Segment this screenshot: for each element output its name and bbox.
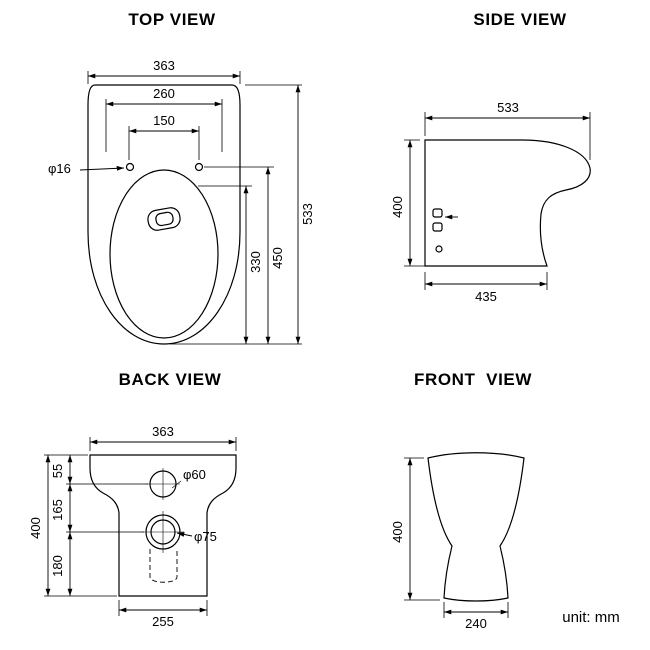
drain-inner-shape (155, 211, 174, 227)
side-view: SIDE VIEW 533 400 435 (390, 10, 591, 304)
outlet-leader-arrow (176, 532, 193, 537)
hidden-trap-outline (149, 549, 178, 583)
side-fixing-hole (435, 245, 443, 253)
dim-text-outlet-dia: φ75 (194, 529, 217, 544)
dim-text-363: 363 (152, 424, 174, 439)
unit-label: unit: mm (562, 609, 620, 626)
dim-text-inlet-dia: φ60 (183, 467, 206, 482)
dim-text-435: 435 (475, 289, 497, 304)
fixing-hole-lower (432, 222, 443, 232)
outlet-centerlines (142, 511, 184, 553)
top-view-seat-opening (109, 169, 219, 339)
back-view-body-outline (89, 454, 237, 597)
top-view: TOP VIEW 363 260 150 φ16 533 450 330 (48, 10, 315, 345)
dim-text-150: 150 (153, 113, 175, 128)
extension-lines (404, 457, 509, 618)
dim-text-330: 330 (248, 251, 263, 273)
dim-text-hole-dia: φ16 (48, 161, 71, 176)
dim-text-240: 240 (465, 616, 487, 631)
dim-text-363: 363 (153, 58, 175, 73)
side-view-title: SIDE VIEW (473, 10, 567, 29)
top-view-title: TOP VIEW (128, 10, 216, 29)
extension-lines (404, 112, 591, 290)
seat-hinge-hole-right (194, 162, 204, 172)
back-view: BACK VIEW 363 55 165 180 400 φ60 φ75 255 (28, 370, 237, 629)
leader-line-hole-dia (79, 165, 125, 171)
drain-outer-shape (147, 207, 181, 231)
dim-text-450: 450 (270, 247, 285, 269)
inlet-leader-line (171, 480, 182, 489)
top-view-body-outline (87, 84, 241, 345)
front-view-body-outline (427, 452, 525, 602)
seat-hinge-hole-left (125, 162, 135, 172)
dim-text-165: 165 (50, 499, 65, 521)
dim-text-533: 533 (497, 100, 519, 115)
dim-text-400: 400 (28, 517, 43, 539)
dim-text-180: 180 (50, 555, 65, 577)
inlet-centerlines (146, 468, 180, 500)
dim-text-533: 533 (300, 203, 315, 225)
dim-text-260: 260 (153, 86, 175, 101)
side-view-profile-outline (424, 139, 591, 267)
back-view-title: BACK VIEW (119, 370, 222, 389)
dim-text-55: 55 (50, 464, 65, 478)
top-view-drain-detail (147, 207, 181, 231)
dim-text-400: 400 (390, 196, 405, 218)
front-view-title: FRONT VIEW (414, 370, 532, 389)
dim-text-255: 255 (152, 614, 174, 629)
front-view: FRONT VIEW 400 240 (390, 370, 532, 631)
fixing-hole-upper (432, 208, 443, 218)
dim-text-400: 400 (390, 521, 405, 543)
